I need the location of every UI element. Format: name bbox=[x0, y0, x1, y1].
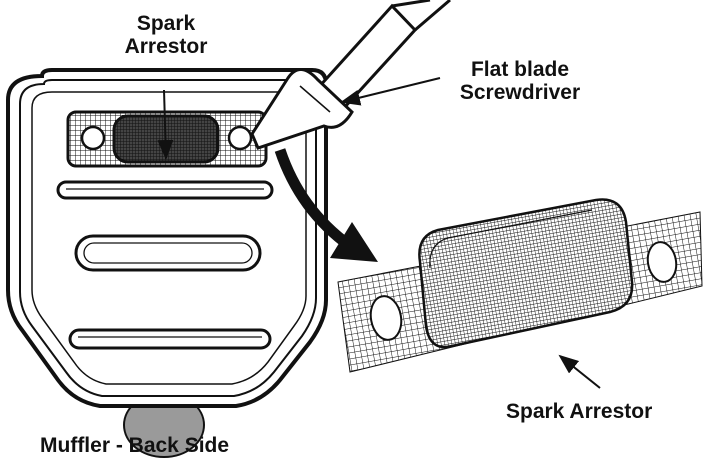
spark-arrestor-bottom-label: Spark Arrestor bbox=[506, 400, 653, 423]
spark-arrestor-top-line-2: Arrestor bbox=[124, 35, 208, 58]
spark-arrestor-top-label: Spark Arrestor bbox=[102, 12, 230, 58]
screwdriver bbox=[250, 0, 451, 150]
removed-spark-arrestor bbox=[337, 198, 703, 389]
muffler-label: Muffler - Back Side bbox=[40, 434, 230, 457]
muffler-slot-top bbox=[56, 180, 274, 200]
mounted-spark-arrestor bbox=[66, 89, 268, 168]
muffler-slot-bottom bbox=[68, 328, 272, 350]
removal-arrow bbox=[274, 148, 378, 262]
screwdriver-line-2: Screwdriver bbox=[459, 81, 581, 104]
spark-arrestor-top-line-1: Spark bbox=[136, 12, 196, 35]
muffler-slot-middle bbox=[74, 234, 262, 272]
screwdriver-label: Flat blade Screwdriver bbox=[436, 58, 604, 104]
screwdriver-line-1: Flat blade bbox=[470, 58, 570, 81]
